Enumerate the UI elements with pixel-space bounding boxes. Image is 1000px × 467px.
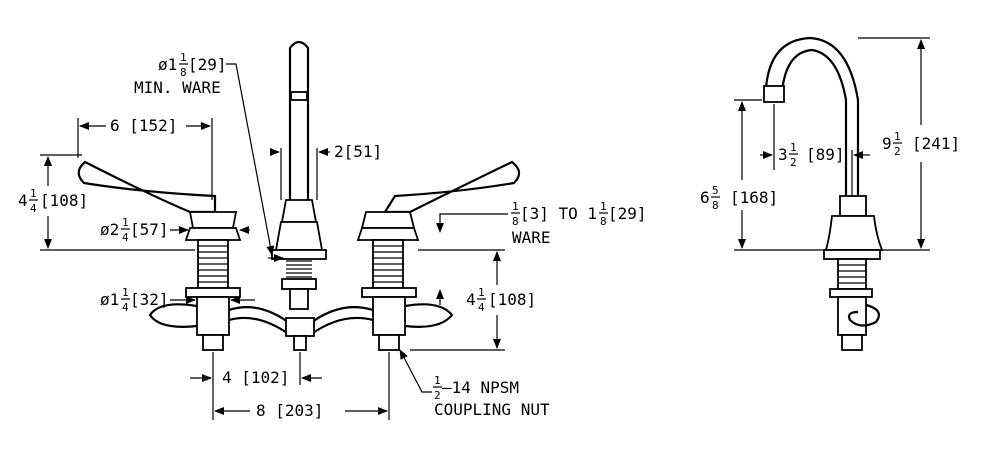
hole-dia-frac-den: 4 xyxy=(122,301,129,314)
escutcheon-dia-prefix: ø2 xyxy=(100,220,119,239)
overall-height-frac-num: 1 xyxy=(894,130,901,143)
coupling-nut-frac-den: 2 xyxy=(434,389,441,402)
outlet-height-frac-den: 8 xyxy=(712,199,719,212)
handle-height-frac-den: 4 xyxy=(30,202,37,215)
ware-range-frac2-num: 1 xyxy=(600,200,607,213)
ware-range-frac2-den: 8 xyxy=(600,215,607,228)
shank-length-mm: [108] xyxy=(488,290,536,309)
left-shank-threads xyxy=(197,239,229,289)
reach-frac-den: 2 xyxy=(790,156,797,169)
center-offset-label: 4 [102] xyxy=(222,368,289,387)
front-view: 6 [152] 4 1 4 [108] ø2 1 4 [57] ø1 1 4 [… xyxy=(18,40,647,420)
reach-mm: [89] xyxy=(806,145,845,164)
outlet-height-mm: [168] xyxy=(730,188,778,207)
hole-dia-frac-num: 1 xyxy=(122,286,129,299)
ware-label: WARE xyxy=(512,228,551,247)
min-ware-dia-prefix: ø1 xyxy=(158,55,177,74)
overall-height-frac-den: 2 xyxy=(894,145,901,158)
side-shank-threads xyxy=(837,258,867,290)
right-shank-threads xyxy=(372,239,404,289)
coupling-nut-label: COUPLING NUT xyxy=(434,400,550,419)
side-spout xyxy=(763,36,884,351)
reach-whole: 3 xyxy=(778,145,788,164)
overall-height-mm: [241] xyxy=(912,134,960,153)
ware-range-frac1-den: 8 xyxy=(512,215,519,228)
min-ware-dia-mm: [29] xyxy=(188,55,227,74)
side-dimensions: 6 5 8 [168] 3 1 2 [89] 9 1 2 [241] xyxy=(700,37,960,251)
handle-spacing-label: 6 [152] xyxy=(110,116,177,135)
min-ware-label: MIN. WARE xyxy=(134,78,221,97)
handle-height-mm: [108] xyxy=(40,191,88,210)
outlet-height-frac-num: 5 xyxy=(712,184,719,197)
right-valve-assembly xyxy=(356,160,521,351)
coupling-nut-frac-num: 1 xyxy=(434,374,441,387)
escutcheon-dia-mm: [57] xyxy=(130,220,169,239)
coupling-nut-thread: –14 NPSM xyxy=(442,378,519,397)
handle-height-frac-num: 1 xyxy=(30,187,37,200)
center-spout xyxy=(271,40,327,310)
shank-length-frac-den: 4 xyxy=(478,301,485,314)
min-ware-dia-frac-num: 1 xyxy=(180,51,187,64)
ware-range-frac1-num: 1 xyxy=(512,200,519,213)
front-dimensions: 6 [152] 4 1 4 [108] ø2 1 4 [57] ø1 1 4 [… xyxy=(18,51,647,420)
hole-dia-prefix: ø1 xyxy=(100,290,119,309)
min-ware-dia-frac-den: 8 xyxy=(180,66,187,79)
spout-shank-threads xyxy=(286,260,312,278)
escutcheon-dia-frac-den: 4 xyxy=(122,231,129,244)
shank-length-frac-num: 1 xyxy=(478,286,485,299)
ware-range-mid: [3] TO 1 xyxy=(520,204,597,223)
fraction-bars xyxy=(29,63,902,388)
overall-height-whole: 9 xyxy=(882,134,892,153)
handle-height-whole: 4 xyxy=(18,191,28,210)
outlet-height-whole: 6 xyxy=(700,188,710,207)
spout-width-label: 2[51] xyxy=(334,142,382,161)
reach-frac-num: 1 xyxy=(790,141,797,154)
supply-hoses xyxy=(148,303,454,351)
shank-length-whole: 4 xyxy=(466,290,476,309)
ware-range-mm: [29] xyxy=(608,204,647,223)
overall-spread-label: 8 [203] xyxy=(256,401,323,420)
left-valve-assembly xyxy=(77,160,242,351)
side-view: 6 5 8 [168] 3 1 2 [89] 9 1 2 [241] xyxy=(700,36,960,351)
escutcheon-dia-frac-num: 1 xyxy=(122,216,129,229)
hole-dia-mm: [32] xyxy=(130,290,169,309)
